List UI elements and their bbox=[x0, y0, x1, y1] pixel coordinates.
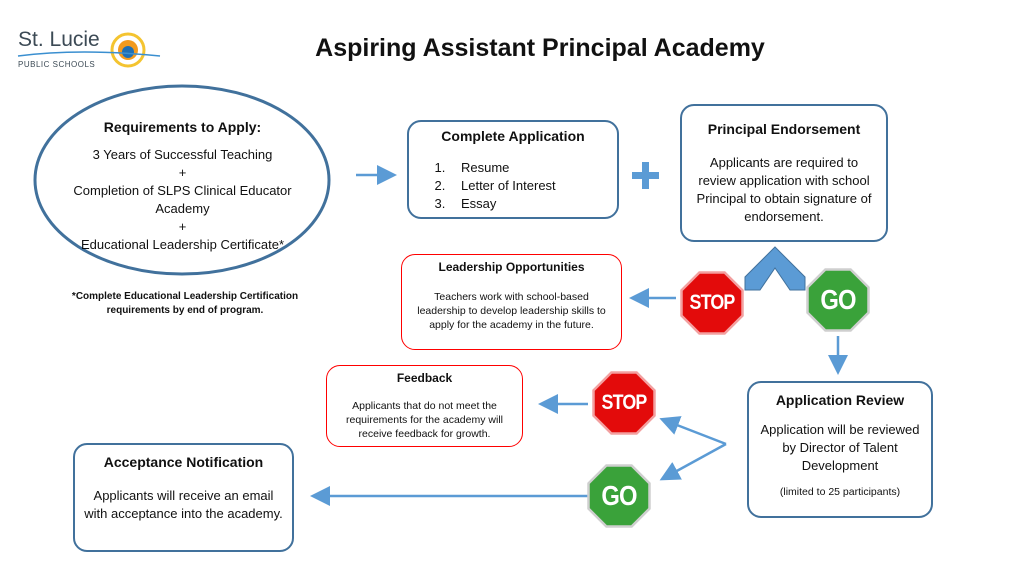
requirements-ellipse bbox=[33, 84, 331, 276]
arrow-review-to-go bbox=[659, 442, 727, 481]
go-sign-icon: GO bbox=[810, 267, 866, 333]
application-items: Resume Letter of Interest Essay bbox=[409, 159, 617, 213]
endorsement-heading: Principal Endorsement bbox=[707, 121, 861, 137]
go-sign-icon: GO bbox=[591, 463, 647, 529]
feedback-body: Applicants that do not meet the requirem… bbox=[346, 400, 503, 440]
logo-name: St. Lucie bbox=[18, 28, 100, 51]
requirement-plus: + bbox=[178, 165, 187, 180]
leadership-opportunities-box: Leadership Opportunities Teachers work w… bbox=[401, 254, 622, 350]
application-item: Resume bbox=[449, 159, 617, 177]
leadership-heading: Leadership Opportunities bbox=[438, 260, 585, 274]
review-heading: Application Review bbox=[775, 392, 905, 408]
stop-label: STOP bbox=[601, 391, 648, 414]
requirement-line: 3 Years of Successful Teaching bbox=[92, 147, 273, 162]
application-item: Essay bbox=[449, 195, 617, 213]
endorsement-body: Applicants are required to review applic… bbox=[696, 155, 872, 224]
feedback-heading: Feedback bbox=[396, 371, 453, 385]
stop-octagon bbox=[592, 371, 656, 435]
acceptance-body: Applicants will receive an email with ac… bbox=[84, 488, 283, 521]
go-label: GO bbox=[820, 284, 856, 315]
arrow-review-to-stop bbox=[659, 416, 727, 446]
review-note: (limited to 25 participants) bbox=[779, 486, 901, 498]
page-title: Aspiring Assistant Principal Academy bbox=[315, 34, 765, 62]
acceptance-notification-box: Acceptance Notification Applicants will … bbox=[73, 443, 294, 552]
feedback-box: Feedback Applicants that do not meet the… bbox=[326, 365, 523, 447]
go-octagon bbox=[806, 268, 870, 332]
requirement-line: Completion of SLPS Clinical Educator Aca… bbox=[73, 183, 292, 216]
review-body: Application will be reviewed by Director… bbox=[760, 422, 920, 473]
requirements-heading: Requirements to Apply: bbox=[103, 119, 262, 135]
stop-octagon bbox=[680, 271, 744, 335]
application-heading: Complete Application bbox=[441, 128, 585, 144]
requirements-content: Requirements to Apply: 3 Years of Succes… bbox=[50, 118, 315, 254]
stop-sign-icon: STOP bbox=[684, 270, 740, 336]
plus-icon bbox=[632, 162, 659, 189]
logo: St. Lucie PUBLIC SCHOOLS bbox=[18, 28, 100, 69]
stop-label: STOP bbox=[689, 291, 736, 314]
split-chevron-icon bbox=[744, 246, 806, 291]
logo-subtitle: PUBLIC SCHOOLS bbox=[18, 60, 96, 69]
stop-sign-icon: STOP bbox=[596, 370, 652, 436]
go-octagon bbox=[587, 464, 651, 528]
go-label: GO bbox=[601, 480, 637, 511]
principal-endorsement-box: Principal Endorsement Applicants are req… bbox=[680, 104, 888, 242]
requirements-footnote: *Complete Educational Leadership Certifi… bbox=[71, 291, 299, 316]
requirement-plus: + bbox=[178, 219, 187, 234]
requirement-line: Educational Leadership Certificate* bbox=[80, 237, 285, 252]
application-review-box: Application Review Application will be r… bbox=[747, 381, 933, 518]
complete-application-box: Complete Application Resume Letter of In… bbox=[407, 120, 619, 219]
leadership-body: Teachers work with school-based leadersh… bbox=[417, 291, 606, 331]
acceptance-heading: Acceptance Notification bbox=[103, 454, 264, 470]
logo-icon bbox=[17, 32, 161, 68]
application-item: Letter of Interest bbox=[449, 177, 617, 195]
